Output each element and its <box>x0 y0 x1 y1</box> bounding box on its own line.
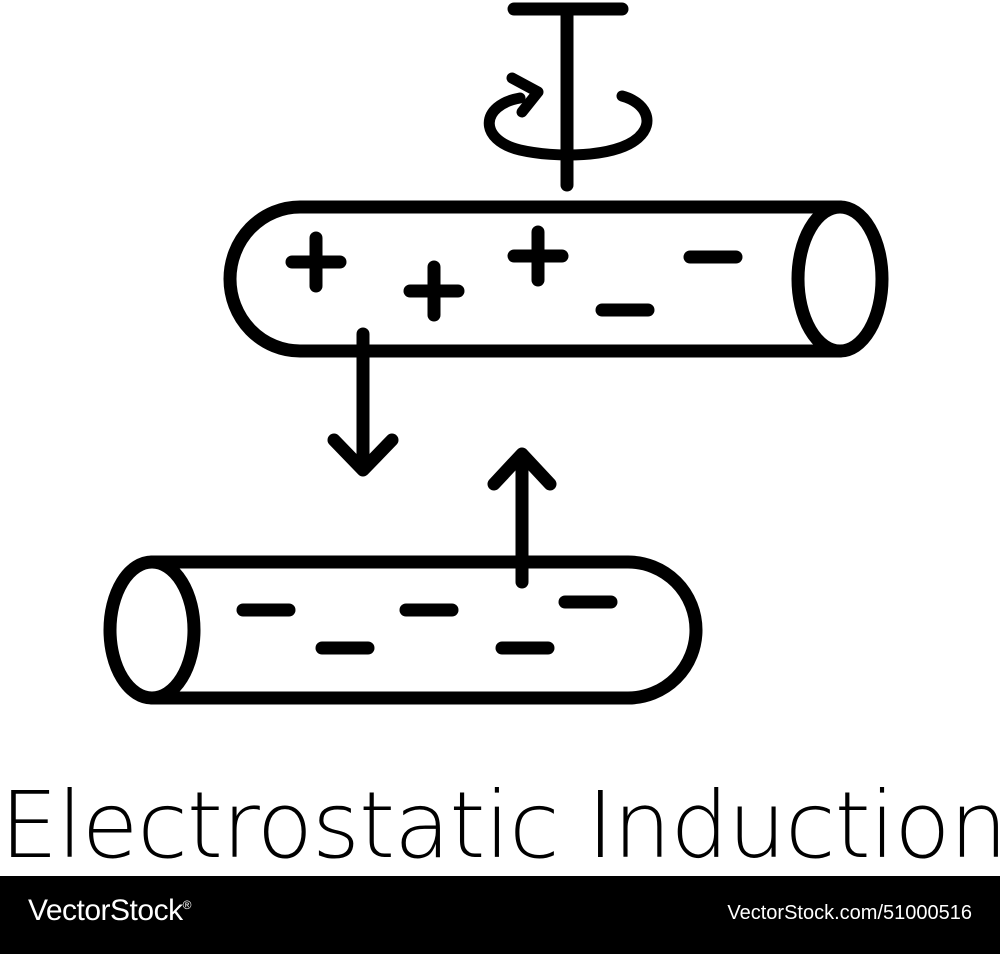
rotation-arrow-icon <box>483 72 653 161</box>
plus-sign-icon <box>285 231 347 293</box>
positive-charges <box>285 225 569 322</box>
diagram-title: Electrostatic Induction <box>0 772 1000 879</box>
registered-mark: ® <box>182 898 192 912</box>
upper-charged-rod <box>223 200 889 358</box>
electrostatic-induction-illustration <box>103 2 889 705</box>
lower-charged-rod <box>103 555 703 705</box>
image-id: VectorStock.com/51000516 <box>727 902 972 924</box>
watermark-footer: VectorStock® VectorStock.com/51000516 <box>0 876 1000 954</box>
vectorstock-logo: VectorStock® <box>28 894 191 928</box>
upper-negative-charges <box>595 250 743 317</box>
down-arrow-icon <box>327 327 399 477</box>
plus-sign-icon <box>403 260 465 322</box>
brand-name: VectorStock <box>28 894 183 927</box>
lower-negative-charges <box>236 595 618 655</box>
plus-sign-icon <box>507 225 569 287</box>
